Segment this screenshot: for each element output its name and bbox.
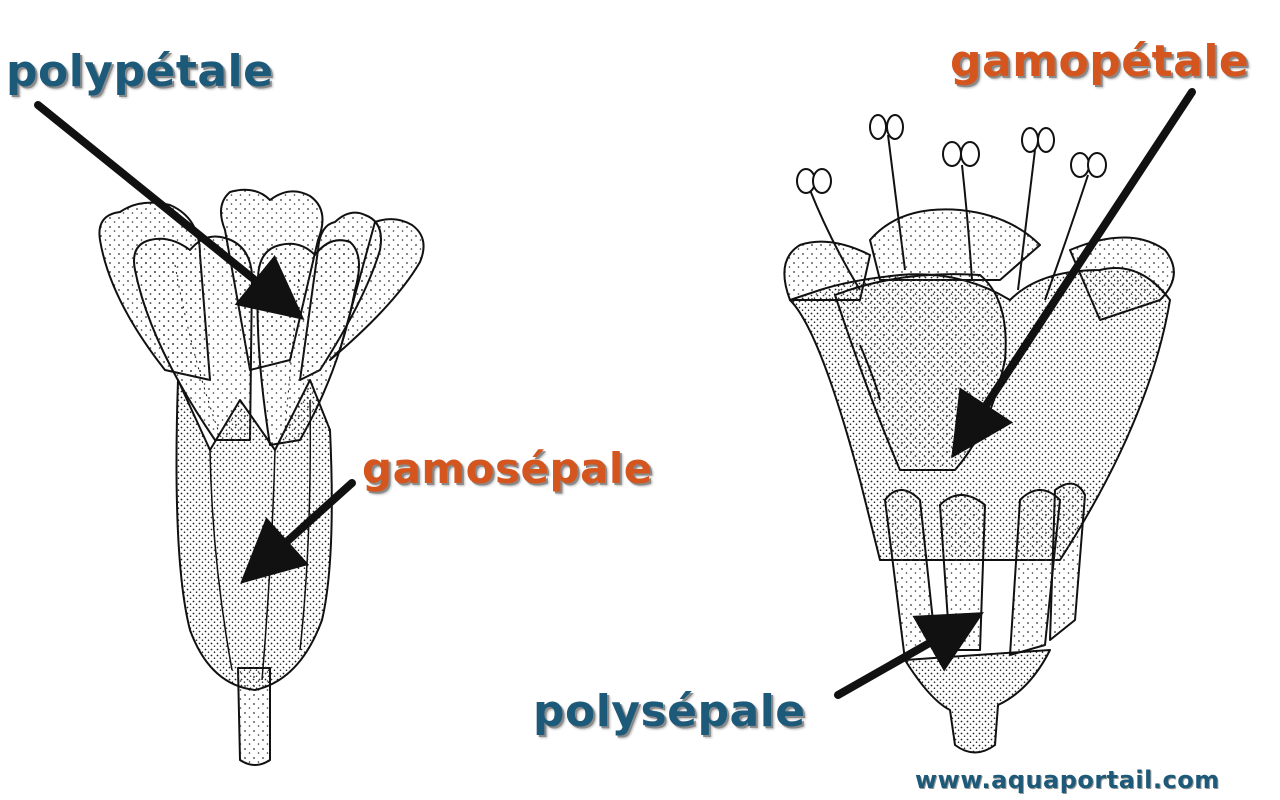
label-gamosepale: gamosépale [362,444,653,493]
left-flower-stem [237,667,271,766]
arrow-gamosepale [240,479,356,584]
arrow-polysepale [834,612,984,699]
label-gamopetale: gamopétale [950,36,1250,87]
right-flower-sepal-4 [1049,482,1086,641]
label-polypetale: polypétale [6,46,274,97]
left-flower-petal-back-far-right [329,218,425,361]
right-flower-corolla-lobe-back [869,208,1041,281]
right-flower-stem [904,649,1051,754]
right-flower-sepal-3 [1009,489,1061,656]
watermark-url: www.aquaportail.com [915,766,1220,794]
arrows [34,88,1196,699]
label-polysepale: polysépale [533,686,806,737]
left-flower-petal-front-left [133,235,253,441]
arrow-polypetale [34,101,305,321]
arrow-gamopetale [951,88,1196,459]
